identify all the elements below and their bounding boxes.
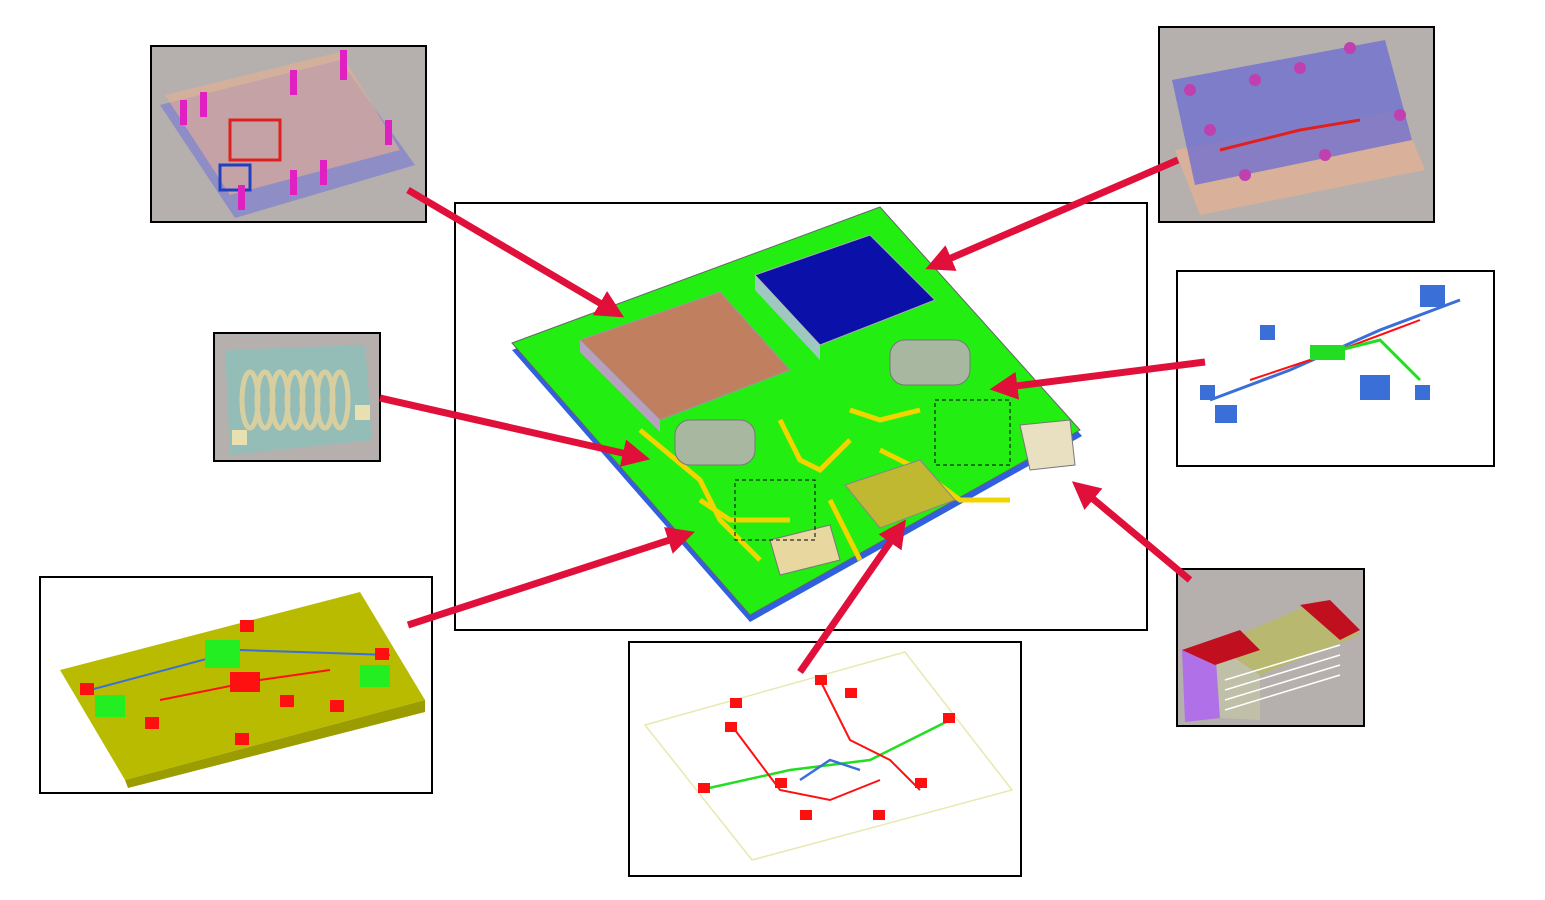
capacitor-right (1019, 419, 1076, 471)
inductor-right (889, 339, 971, 386)
pcb-board (511, 206, 1081, 616)
inset-top-right-module (1158, 26, 1435, 223)
inset-top-left-module (150, 45, 427, 223)
inset-transparent-substrate-layout (628, 641, 1022, 877)
inset-capacitor (1176, 568, 1365, 727)
ic-substrate (844, 459, 956, 529)
pcb-traces (638, 407, 1010, 562)
arrow-inductor (379, 394, 651, 467)
arrow-bottom-left (406, 527, 695, 629)
arrow-top-right (925, 156, 1180, 271)
inductor-left (674, 419, 756, 466)
arrow-bottom-center (797, 519, 906, 674)
bounding-box-2 (934, 399, 1011, 466)
callout-arrows (379, 156, 1206, 674)
main-board-view (454, 202, 1148, 631)
arrow-capacitor (1071, 481, 1193, 583)
capacitor-left (769, 524, 841, 576)
inset-olive-substrate-layout (39, 576, 433, 794)
inset-inductor-coil (213, 332, 381, 462)
arrow-right-middle (989, 358, 1206, 400)
inset-filter-layout (1176, 270, 1495, 467)
arrow-top-left (406, 186, 625, 318)
